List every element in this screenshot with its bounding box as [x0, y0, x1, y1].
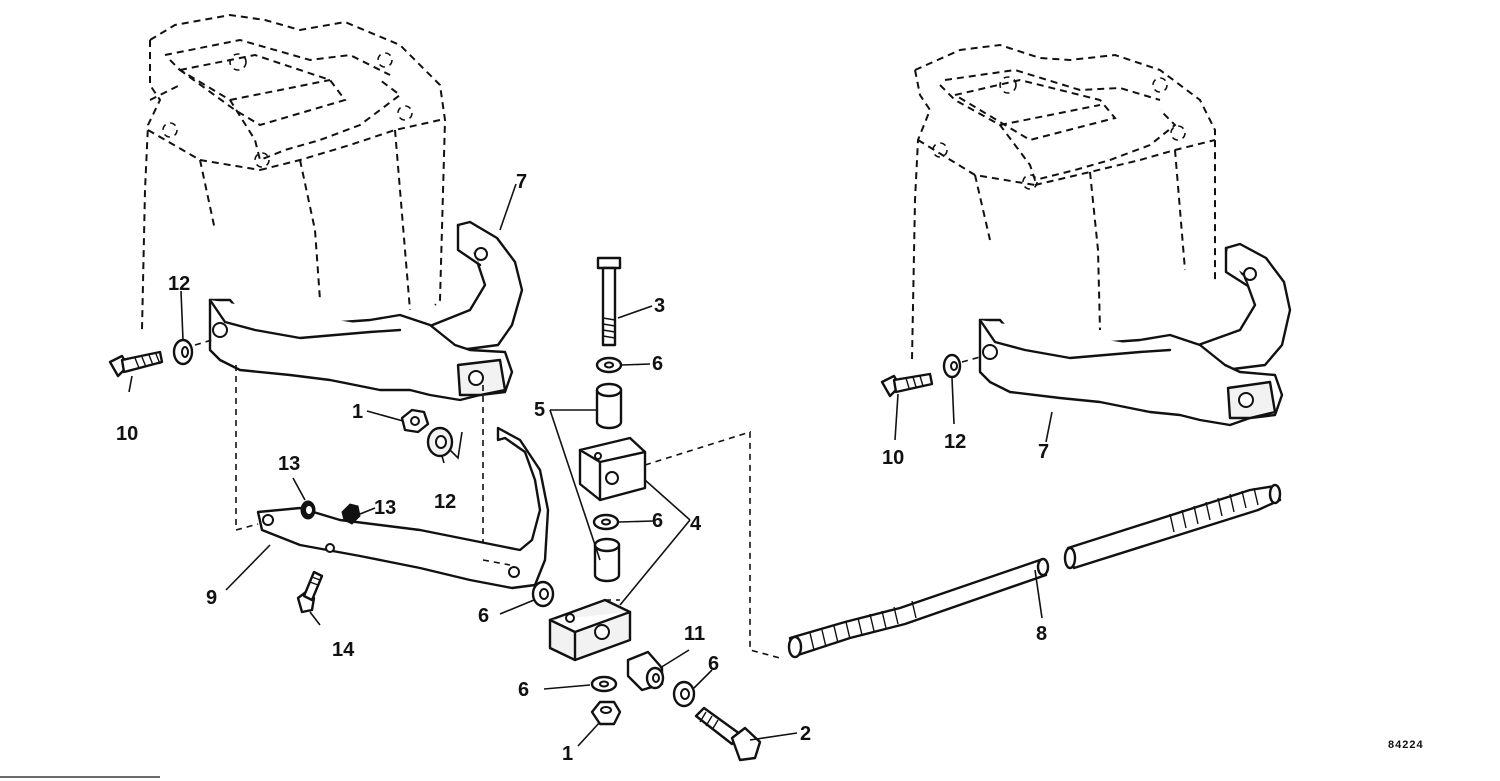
sleeve-5-bottom: [593, 537, 621, 583]
block-4-top: [578, 436, 647, 502]
callout-10-right: 10: [882, 447, 904, 469]
callout-12-right: 12: [944, 431, 966, 453]
washer-6-left: [531, 580, 555, 608]
bolt-2: [694, 706, 762, 762]
callout-12-mid: 12: [434, 491, 456, 513]
figure-number: 84224: [1388, 739, 1424, 751]
bolt-14: [296, 570, 324, 614]
callout-11: 11: [684, 623, 705, 645]
callout-2: 2: [800, 723, 811, 745]
washer-6-bottom: [590, 675, 618, 693]
tie-bar-bracket-9: [256, 426, 550, 590]
washer-6-top: [595, 356, 623, 374]
callout-5: 5: [534, 399, 545, 421]
callout-6-left: 6: [478, 605, 489, 627]
callout-labels: 7 3 6 5 1 10 12 12 13 13 6 4 9 6 14 11 6…: [116, 171, 1049, 765]
left-steering-bracket: [208, 220, 524, 402]
callout-8: 8: [1036, 623, 1047, 645]
leader-lines: [128, 183, 1053, 747]
callout-6-right: 6: [708, 653, 719, 675]
callout-4: 4: [690, 513, 702, 535]
left-nut-1: [400, 408, 430, 434]
right-housing-phantom: [911, 43, 1216, 361]
washer-6-right: [672, 680, 696, 708]
nut-13a: [300, 500, 316, 520]
left-housing-phantom: [141, 13, 447, 331]
right-washer-12: [942, 353, 962, 379]
block-4-bottom: [548, 598, 632, 662]
steering-rod-8: [787, 483, 1282, 659]
callout-7-left: 7: [516, 171, 527, 193]
callout-14: 14: [332, 639, 355, 661]
callout-1-left: 1: [352, 401, 363, 423]
callout-9: 9: [206, 587, 217, 609]
nut-13b: [341, 503, 361, 525]
callout-12-left: 12: [168, 273, 190, 295]
washer-6-mid: [592, 513, 620, 531]
callout-3: 3: [654, 295, 665, 317]
left-bolt-10: [108, 350, 164, 378]
sleeve-5-top: [595, 382, 623, 430]
callout-1-bottom: 1: [562, 743, 573, 765]
sleeve-11: [626, 650, 665, 692]
right-steering-bracket: [978, 242, 1292, 427]
callout-10-left: 10: [116, 423, 138, 445]
left-washer-12: [172, 338, 194, 366]
left-washer-12b: [426, 426, 454, 458]
right-bolt-10: [880, 372, 934, 398]
callout-13-a: 13: [278, 453, 300, 475]
bolt-3: [596, 256, 622, 347]
callout-6-top: 6: [652, 353, 663, 375]
callout-7-right: 7: [1038, 441, 1049, 463]
callout-13-b: 13: [374, 497, 396, 519]
nut-1-bottom: [590, 700, 622, 726]
callout-6-bottom: 6: [518, 679, 529, 701]
callout-6-mid: 6: [652, 510, 663, 532]
